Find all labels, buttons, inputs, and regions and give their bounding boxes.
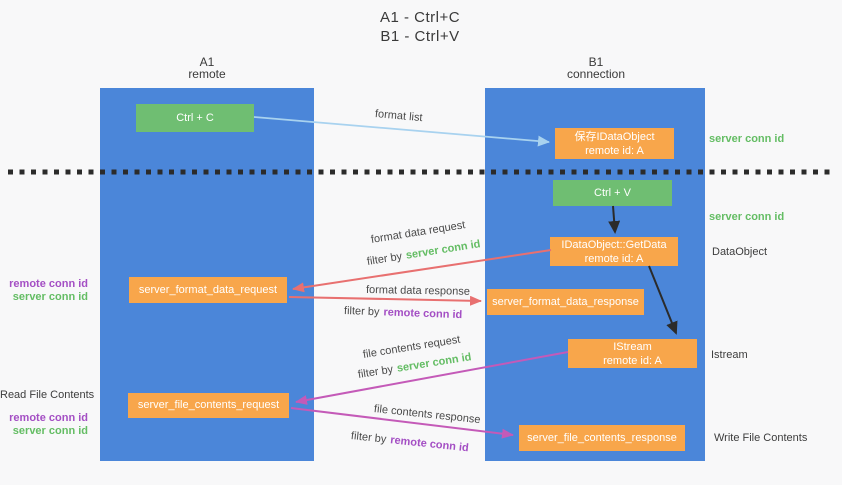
filter-by-text: filter by bbox=[357, 363, 394, 381]
istream-side-label: Istream bbox=[711, 349, 748, 361]
getdata-line1: IDataObject::GetData bbox=[561, 238, 667, 251]
save-dataobject-line2: remote id: A bbox=[585, 144, 644, 157]
format-list-label: format list bbox=[374, 108, 424, 125]
save-dataobject-node: 保存IDataObject remote id: A bbox=[555, 128, 674, 159]
filter-by-text: filter by bbox=[350, 430, 387, 446]
save-dataobject-line1: 保存IDataObject bbox=[574, 130, 655, 143]
lane-a1-header: A1 remote bbox=[147, 56, 267, 80]
server-conn-id-keyword: server conn id bbox=[396, 351, 473, 375]
title-line-1: A1 - Ctrl+C bbox=[379, 9, 461, 26]
lane-b1-name: B1 bbox=[588, 55, 604, 69]
getdata-line2: remote id: A bbox=[584, 252, 644, 265]
server-conn-id-label-top: server conn id bbox=[709, 133, 785, 145]
lane-b1-role: connection bbox=[566, 67, 626, 81]
format-data-response-arrow bbox=[288, 295, 482, 306]
lane-a1-name: A1 bbox=[199, 55, 215, 69]
remote-conn-id-keyword: remote conn id bbox=[383, 306, 463, 322]
filter-by-text: filter by bbox=[343, 305, 380, 319]
server-conn-id-keyword: server conn id bbox=[405, 238, 482, 262]
format-data-response-label: format data response bbox=[365, 284, 471, 298]
dataobject-label: DataObject bbox=[712, 246, 768, 258]
file-contents-response-label: file contents response bbox=[373, 403, 482, 427]
read-file-contents-label: Read File Contents bbox=[0, 389, 95, 401]
istream-line1: IStream bbox=[613, 340, 652, 353]
diagram-title: A1 - Ctrl+C B1 - Ctrl+V bbox=[300, 8, 540, 46]
remote-conn-id-keyword: remote conn id bbox=[389, 434, 470, 455]
server-file-contents-request-node: server_file_contents_request bbox=[128, 393, 289, 418]
server-conn-id-left-label-1: server conn id bbox=[12, 291, 88, 303]
ctrl-v-node: Ctrl + V bbox=[553, 180, 672, 206]
title-line-2: B1 - Ctrl+V bbox=[380, 28, 460, 45]
server-file-contents-response-node: server_file_contents_response bbox=[519, 425, 685, 451]
lane-b1-header: B1 connection bbox=[536, 56, 656, 80]
server-format-data-response-node: server_format_data_response bbox=[487, 289, 644, 315]
ctrl-c-node: Ctrl + C bbox=[136, 104, 254, 132]
istream-node: IStream remote id: A bbox=[568, 339, 697, 368]
server-conn-id-label-2: server conn id bbox=[709, 211, 785, 223]
server-format-data-request-node: server_format_data_request bbox=[129, 277, 287, 303]
lane-a1-role: remote bbox=[188, 67, 226, 81]
filter-by-text: filter by bbox=[366, 250, 403, 268]
getdata-node: IDataObject::GetData remote id: A bbox=[550, 237, 678, 266]
remote-conn-id-label-1: remote conn id bbox=[9, 278, 88, 290]
remote-conn-id-label-2: remote conn id bbox=[9, 412, 88, 424]
istream-line2: remote id: A bbox=[603, 354, 662, 367]
server-conn-id-left-label-2: server conn id bbox=[12, 425, 88, 437]
write-file-contents-label: Write File Contents bbox=[714, 432, 808, 444]
